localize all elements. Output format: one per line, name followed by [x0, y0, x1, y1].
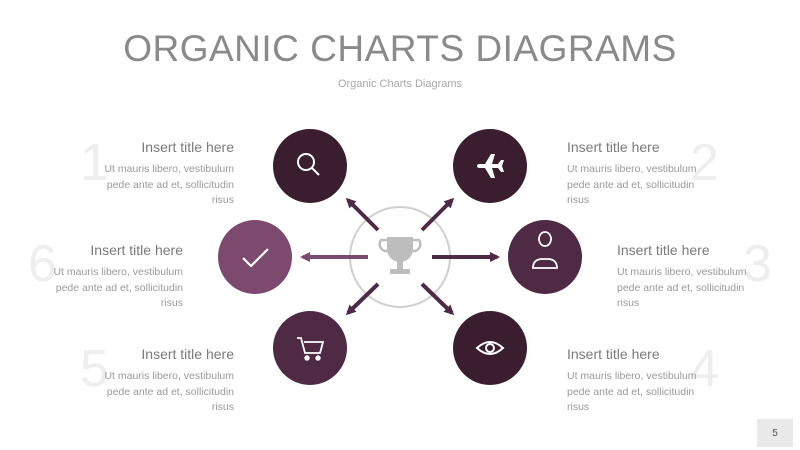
item-2-title: Insert title here — [567, 139, 660, 155]
item-5-body: Ut mauris libero, vestibulum pede ante a… — [104, 370, 234, 413]
item-5-number: 5 — [80, 340, 109, 398]
item-1-title: Insert title here — [141, 139, 234, 155]
item-3-number: 3 — [743, 235, 772, 293]
item-4-body: Ut mauris libero, vestibulum pede ante a… — [567, 370, 697, 413]
page-title: ORGANIC CHARTS DIAGRAMS — [123, 28, 677, 69]
item-3-text: Insert title here Ut mauris libero, vest… — [617, 242, 777, 312]
item-3-body: Ut mauris libero, vestibulum pede ante a… — [617, 266, 747, 309]
checkmark-icon — [242, 248, 269, 268]
item-2-body: Ut mauris libero, vestibulum pede ante a… — [567, 163, 697, 206]
item-5-title: Insert title here — [141, 346, 234, 362]
arrow-to-4 — [420, 282, 455, 316]
item-3-title: Insert title here — [617, 242, 710, 258]
node-5-circle — [273, 311, 347, 385]
item-2-number: 2 — [690, 134, 719, 192]
user-icon — [532, 231, 558, 269]
search-icon — [297, 153, 320, 176]
cart-icon — [297, 337, 325, 361]
item-6-number: 6 — [28, 235, 57, 293]
node-6-circle — [218, 220, 292, 294]
arrow-to-2 — [420, 197, 455, 232]
node-4-circle — [453, 311, 527, 385]
eye-icon — [475, 341, 505, 355]
item-1-number: 1 — [80, 134, 109, 192]
arrow-to-1 — [345, 197, 380, 232]
item-5-text: Insert title here Ut mauris libero, vest… — [74, 346, 234, 416]
item-1-body: Ut mauris libero, vestibulum pede ante a… — [104, 163, 234, 206]
trophy-icon — [378, 237, 422, 274]
item-6-title: Insert title here — [90, 242, 183, 258]
item-2-text: Insert title here Ut mauris libero, vest… — [567, 139, 727, 209]
arrow-to-5 — [345, 282, 380, 316]
page-number: 5 — [757, 419, 793, 447]
page-subtitle: Organic Charts Diagrams — [337, 78, 463, 90]
airplane-icon — [477, 154, 504, 178]
item-6-text: Insert title here Ut mauris libero, vest… — [23, 242, 183, 312]
item-6-body: Ut mauris libero, vestibulum pede ante a… — [53, 266, 183, 309]
node-3-circle — [508, 220, 582, 294]
item-4-text: Insert title here Ut mauris libero, vest… — [567, 346, 727, 416]
item-1-text: Insert title here Ut mauris libero, vest… — [74, 139, 234, 209]
item-4-number: 4 — [690, 340, 719, 398]
item-4-title: Insert title here — [567, 346, 660, 362]
node-1-circle — [273, 129, 347, 203]
